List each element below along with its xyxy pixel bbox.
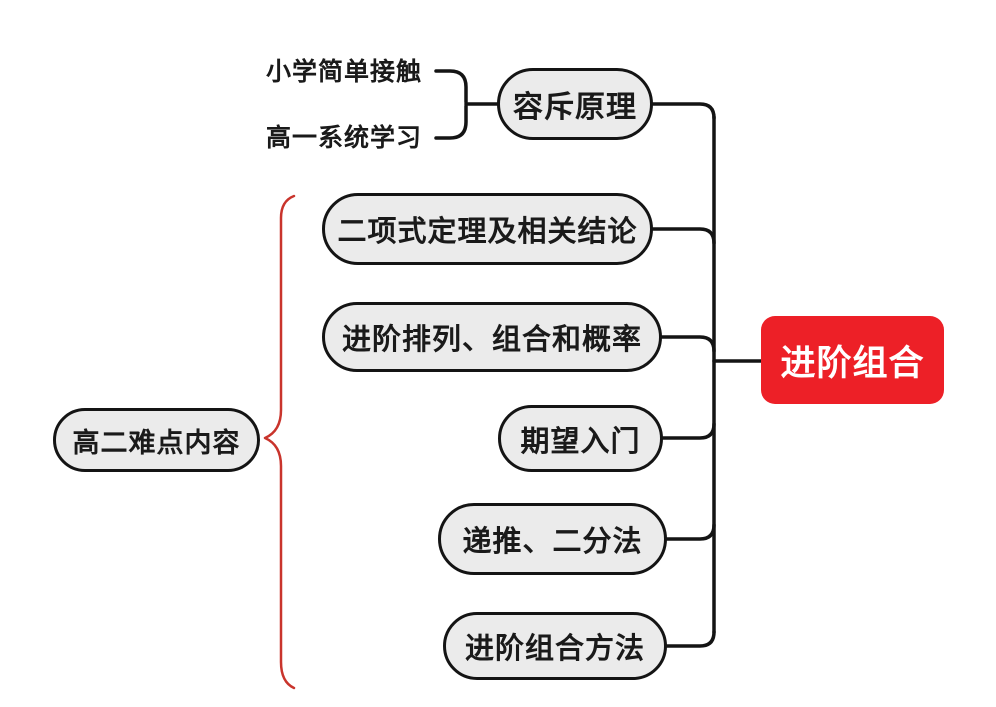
connector-branch-recursion xyxy=(663,523,716,541)
connector-branch-advmethods xyxy=(663,630,716,648)
node-expectation-intro: 期望入门 xyxy=(498,405,663,472)
connector-branch-inclusion xyxy=(651,102,716,120)
node-root-advanced-combination: 进阶组合 xyxy=(761,316,944,404)
note-bracket-bottom xyxy=(434,104,468,140)
node-recursion-bisection: 递推、二分法 xyxy=(438,503,667,575)
node-grade11-difficult-content: 高二难点内容 xyxy=(53,408,260,472)
note-elementary-school: 小学简单接触 xyxy=(266,58,423,86)
node-inclusion-exclusion-principle: 容斥原理 xyxy=(497,68,653,140)
connector-branch-binomial xyxy=(649,227,716,245)
note-bracket-top xyxy=(434,69,468,104)
connector-branch-advperm xyxy=(658,335,716,353)
node-advanced-permutation-combination-probability: 进阶排列、组合和概率 xyxy=(322,302,662,372)
node-binomial-theorem: 二项式定理及相关结论 xyxy=(322,193,653,265)
node-advanced-combination-methods: 进阶组合方法 xyxy=(443,612,667,680)
note-grade10-study: 高一系统学习 xyxy=(266,124,423,152)
connector-branch-expectation xyxy=(659,422,716,440)
group-brace xyxy=(263,194,296,690)
